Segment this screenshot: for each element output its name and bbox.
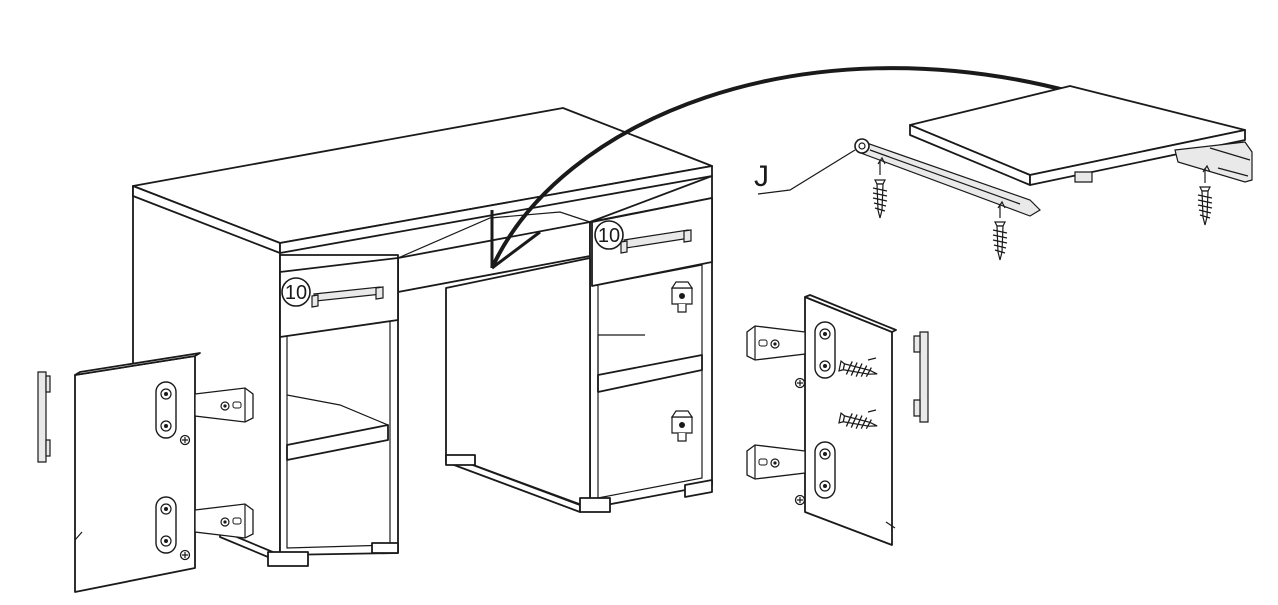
drawer-ref-right: 10 bbox=[594, 220, 624, 250]
svg-text:10: 10 bbox=[598, 225, 620, 247]
drawer-slide-assembly bbox=[854, 85, 1253, 261]
door-left bbox=[74, 352, 254, 593]
svg-text:10: 10 bbox=[285, 282, 307, 304]
drawer-ref-left: 10 bbox=[281, 277, 311, 307]
svg-text:J: J bbox=[754, 160, 769, 193]
left-shelf bbox=[286, 424, 389, 461]
slide-ref-label: J bbox=[754, 149, 856, 195]
desk-body bbox=[132, 107, 713, 567]
door-screws bbox=[837, 357, 880, 434]
handle-door-left bbox=[37, 371, 51, 463]
handle-right bbox=[620, 229, 692, 254]
handle-left bbox=[311, 286, 384, 308]
door-right bbox=[746, 294, 897, 546]
handle-door-right bbox=[913, 331, 929, 423]
install-arrow bbox=[490, 66, 1073, 269]
